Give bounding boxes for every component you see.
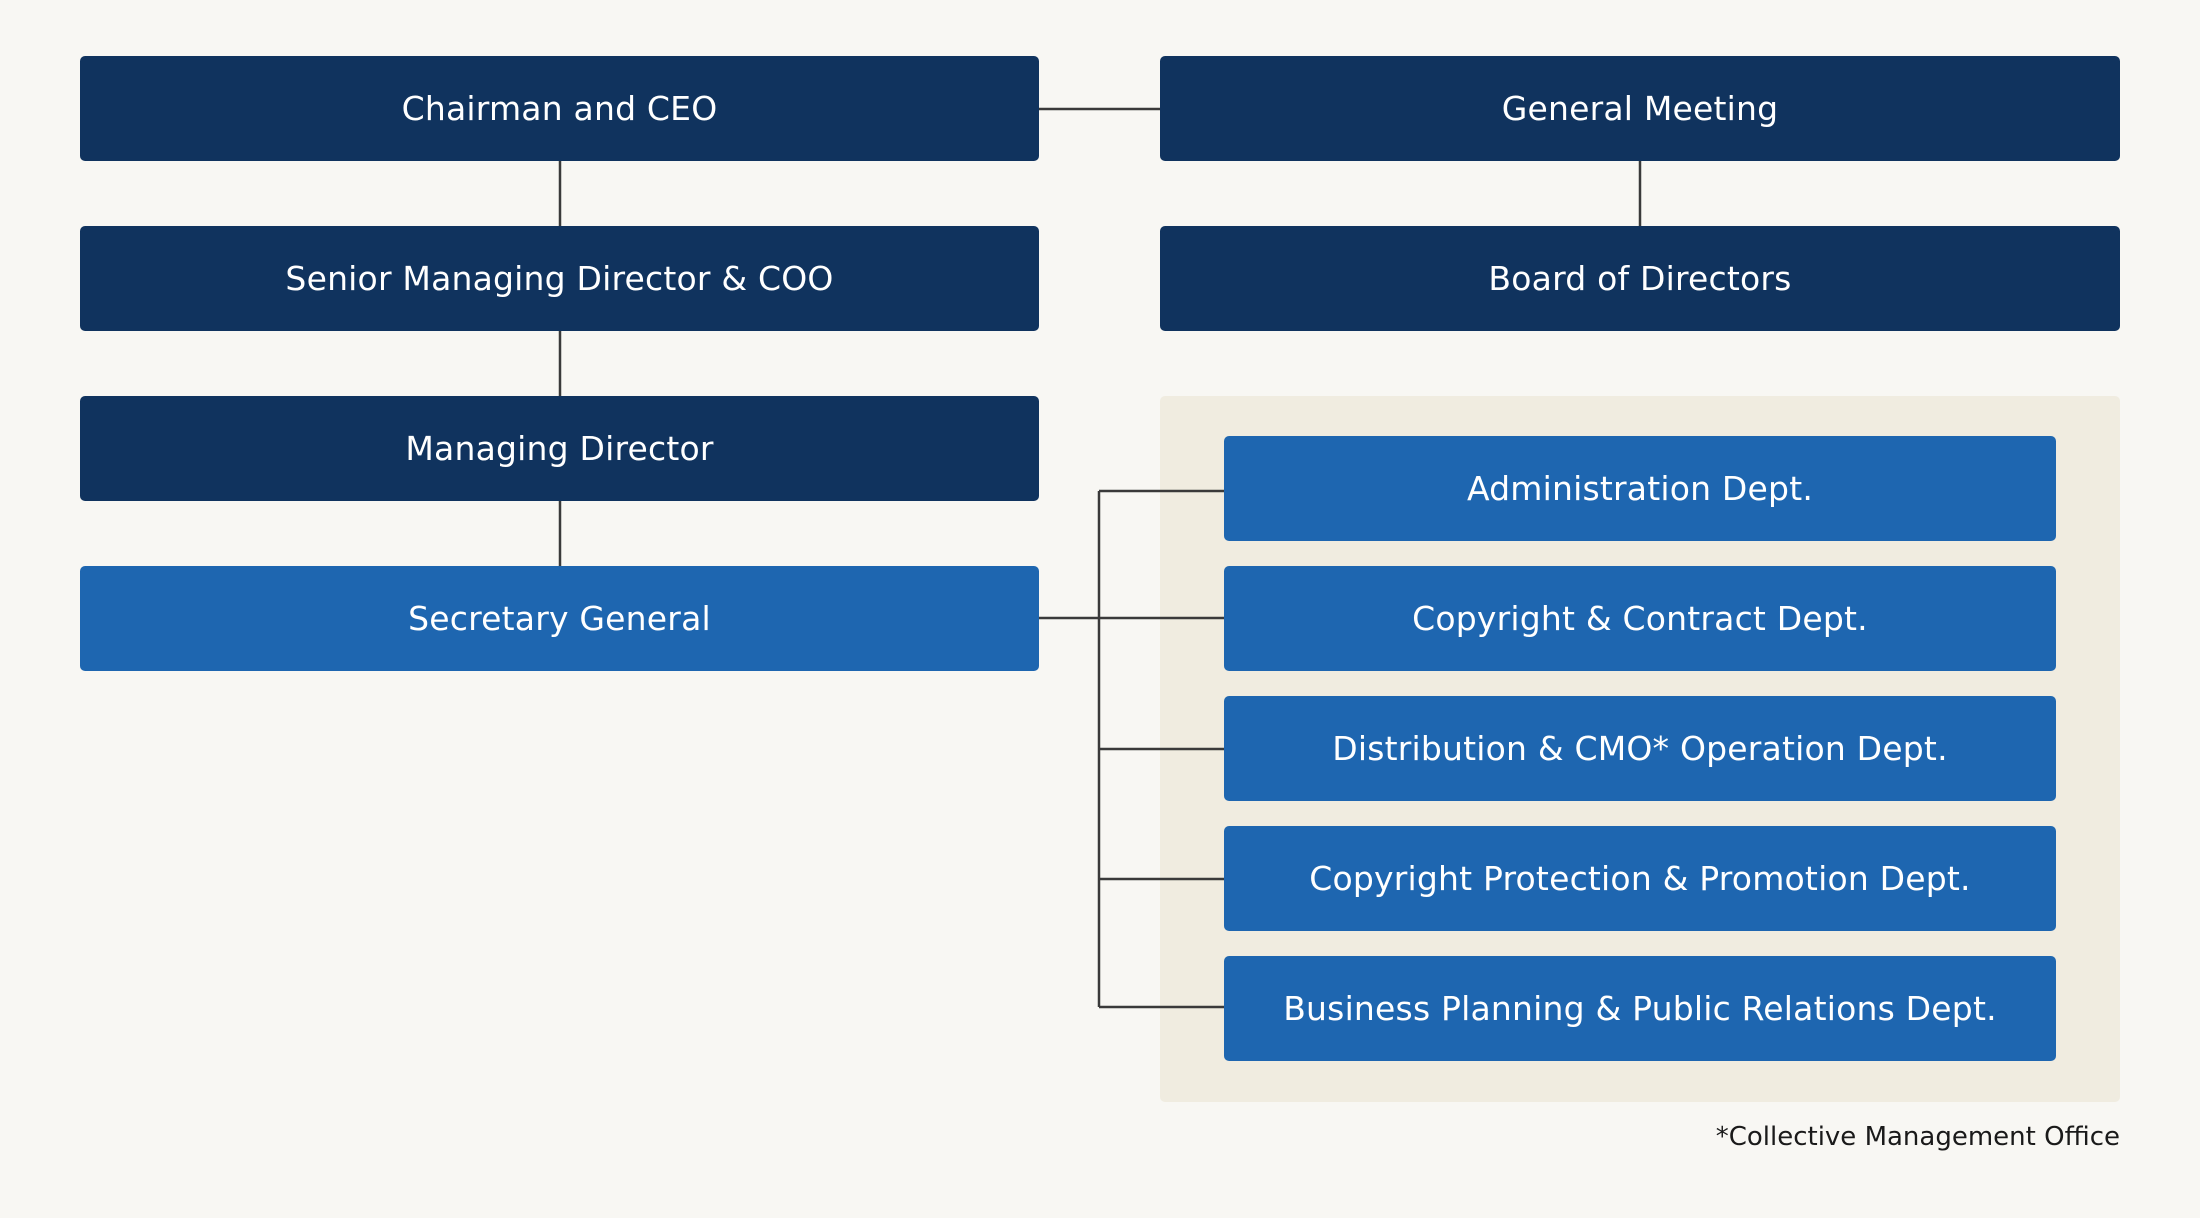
managing-director-label: Managing Director [405,429,714,468]
department-box-copyright-contract: Copyright & Contract Dept. [1224,566,2056,671]
senior-managing-director-label: Senior Managing Director & COO [285,259,834,298]
senior-managing-director-box: Senior Managing Director & COO [80,226,1039,331]
secretary-general-box: Secretary General [80,566,1039,671]
department-box-business-planning: Business Planning & Public Relations Dep… [1224,956,2056,1061]
department-label: Business Planning & Public Relations Dep… [1283,989,1997,1028]
department-label: Distribution & CMO* Operation Dept. [1332,729,1948,768]
chairman-ceo-label: Chairman and CEO [401,89,718,128]
footnote-cmo: *Collective Management Office [1715,1122,2120,1152]
managing-director-box: Managing Director [80,396,1039,501]
general-meeting-label: General Meeting [1501,89,1779,128]
board-of-directors-label: Board of Directors [1488,259,1792,298]
department-label: Copyright & Contract Dept. [1412,599,1868,638]
general-meeting-box: General Meeting [1160,56,2120,161]
secretary-general-label: Secretary General [408,599,711,638]
department-label: Copyright Protection & Promotion Dept. [1309,859,1971,898]
board-of-directors-box: Board of Directors [1160,226,2120,331]
department-box-administration: Administration Dept. [1224,436,2056,541]
department-box-copyright-protection: Copyright Protection & Promotion Dept. [1224,826,2056,931]
department-label: Administration Dept. [1466,469,1814,508]
chairman-ceo-box: Chairman and CEO [80,56,1039,161]
department-box-distribution-cmo: Distribution & CMO* Operation Dept. [1224,696,2056,801]
